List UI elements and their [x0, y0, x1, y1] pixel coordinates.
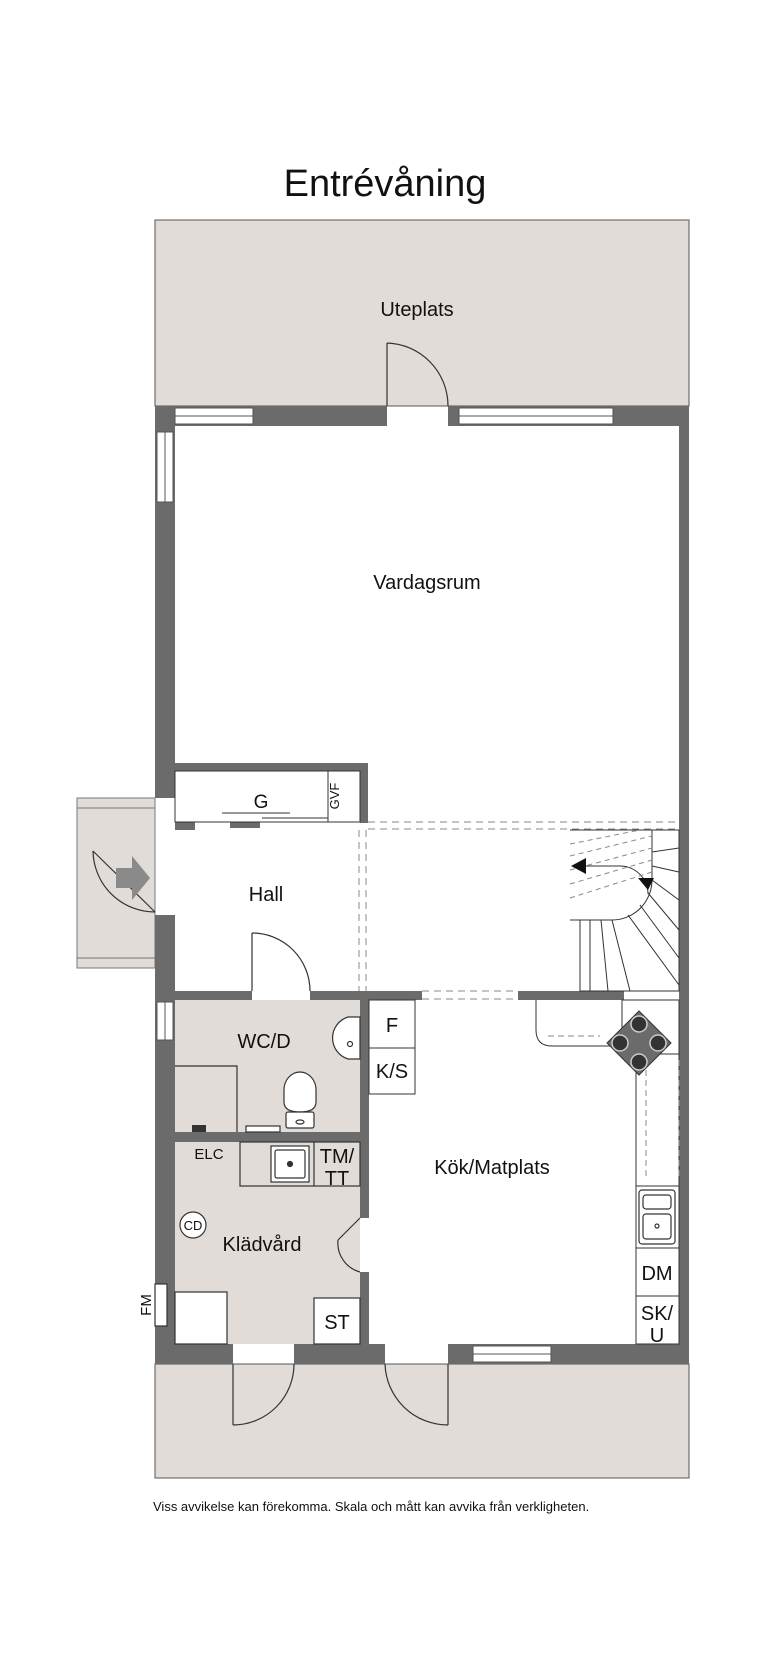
stair-upper-step	[569, 835, 653, 857]
fridge-freezer	[368, 999, 416, 1095]
kitchen-sink-icon	[638, 1189, 676, 1245]
laundry-counter	[239, 1141, 361, 1187]
tm-label-line2: TT	[325, 1168, 349, 1190]
stair-upper-step	[569, 829, 641, 845]
stair-step	[611, 919, 631, 992]
windows	[156, 407, 614, 1363]
stair-upper-step	[569, 871, 653, 899]
stair-step	[651, 847, 680, 853]
back-door-left-swing	[232, 1363, 295, 1426]
door-leaf	[337, 1217, 361, 1241]
room-kok-matplats: Kök/Matplats	[434, 1157, 550, 1179]
disclaimer-text: Viss avvikelse kan förekomma. Skala och …	[153, 1499, 589, 1514]
staircase	[570, 829, 680, 992]
elc-label: ELC	[194, 1146, 223, 1163]
tm-label-line1: TM/	[320, 1146, 355, 1168]
uteplats-terrace	[154, 219, 690, 407]
laundry-cabinet	[174, 1291, 228, 1345]
cd-label: CD	[184, 1218, 203, 1233]
closet-outline	[174, 770, 361, 823]
wc-shower-mixer-icon	[192, 1125, 206, 1132]
entrance-arrow-icon	[116, 856, 150, 900]
hall-closet	[174, 770, 361, 823]
wc-fixtures	[245, 1016, 361, 1133]
entrance-door-swing	[92, 850, 156, 913]
wc-basin-icon	[332, 1016, 361, 1060]
room-wc-d: WC/D	[237, 1031, 290, 1053]
exterior-walls	[155, 406, 689, 1364]
cd-circle	[179, 1211, 207, 1239]
st-label: ST	[324, 1312, 350, 1334]
laundry-door-swing	[337, 1239, 361, 1273]
stair-step	[647, 892, 680, 931]
stair-walk-line	[582, 865, 649, 895]
back-door-right-swing	[384, 1363, 449, 1426]
back-terrace	[154, 1363, 690, 1479]
ks-label: K/S	[376, 1061, 408, 1083]
room-uteplats: Uteplats	[380, 299, 453, 321]
plan-title: Entrévåning	[284, 163, 487, 205]
stair-step	[651, 879, 680, 901]
stair-inner-rail	[570, 830, 653, 921]
dashed-lines	[358, 821, 679, 1000]
room-hall: Hall	[249, 884, 283, 906]
kitchen-corner-counter	[535, 1000, 623, 1047]
wc-door-swing	[251, 932, 311, 992]
stair-arrow-icon	[638, 878, 654, 890]
fm-box	[154, 1283, 168, 1327]
drying-cabinet	[313, 1297, 361, 1345]
stove-icon	[606, 1010, 672, 1076]
stair-step	[639, 904, 680, 959]
wc-pipe	[175, 1065, 238, 1132]
stair-dashed	[569, 829, 653, 899]
dm-label: DM	[641, 1263, 672, 1285]
stair-step	[600, 919, 609, 992]
terrace-door-swing	[386, 342, 449, 407]
laundry-fixtures	[154, 1141, 361, 1345]
gvf-label: GVF	[327, 783, 342, 810]
toilet-icon	[283, 1071, 317, 1113]
interior-walls	[175, 763, 624, 1344]
closet-label: G	[254, 792, 269, 813]
room-kladvard: Klädvård	[223, 1234, 302, 1256]
stair-step	[651, 865, 680, 873]
sku-label-line2: U	[650, 1325, 664, 1347]
doors	[92, 342, 449, 1426]
stair-step	[627, 914, 680, 986]
stair-arrow-icon	[571, 858, 586, 874]
fridge-label: F	[386, 1015, 398, 1037]
fm-label: FM	[138, 1294, 155, 1316]
room-vardagsrum: Vardagsrum	[373, 572, 480, 594]
sku-label-line1: SK/	[641, 1303, 674, 1325]
